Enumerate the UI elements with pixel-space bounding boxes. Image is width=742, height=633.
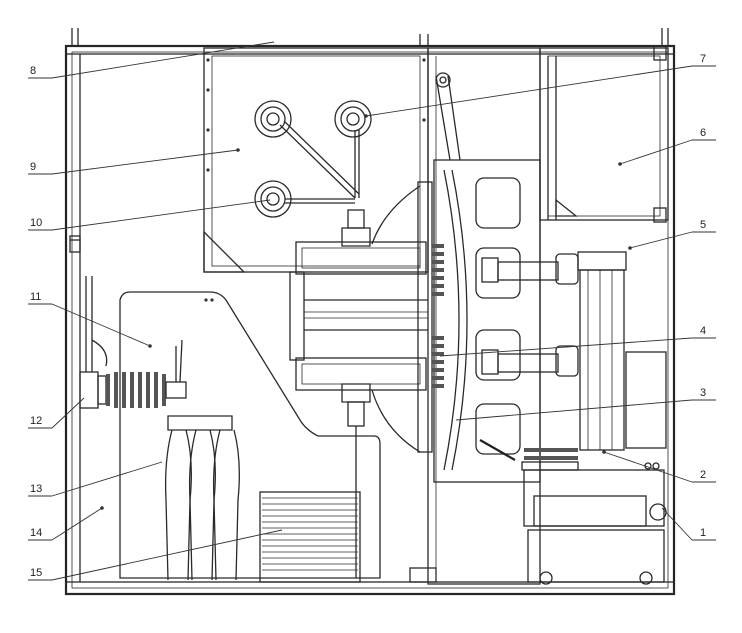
callout-2: 2 (700, 469, 706, 481)
callout-15: 15 (30, 567, 42, 579)
callout-12: 12 (30, 415, 42, 427)
callout-3: 3 (700, 387, 706, 399)
callout-7: 7 (700, 53, 706, 65)
callout-10: 10 (30, 217, 42, 229)
callout-14: 14 (30, 527, 42, 539)
busbar-compartment (203, 47, 429, 273)
callout-numbers: 1 2 3 4 5 6 7 8 9 10 11 12 13 14 15 (30, 53, 706, 579)
callout-13: 13 (30, 483, 42, 495)
low-voltage-compartment (539, 45, 669, 223)
callout-9: 9 (30, 161, 36, 173)
callout-4: 4 (700, 325, 706, 337)
cable-compartment (79, 276, 437, 583)
callout-11: 11 (30, 291, 41, 303)
leader-lines (28, 41, 716, 581)
left-column (69, 54, 81, 582)
callout-5: 5 (700, 219, 706, 231)
callout-8: 8 (30, 65, 36, 77)
contact-spouts (289, 181, 444, 578)
breaker-compartment (427, 47, 541, 585)
callout-1: 1 (700, 527, 706, 539)
cabinet-frame (64, 28, 676, 596)
callout-6: 6 (700, 127, 706, 139)
breaker-arms (481, 251, 667, 585)
